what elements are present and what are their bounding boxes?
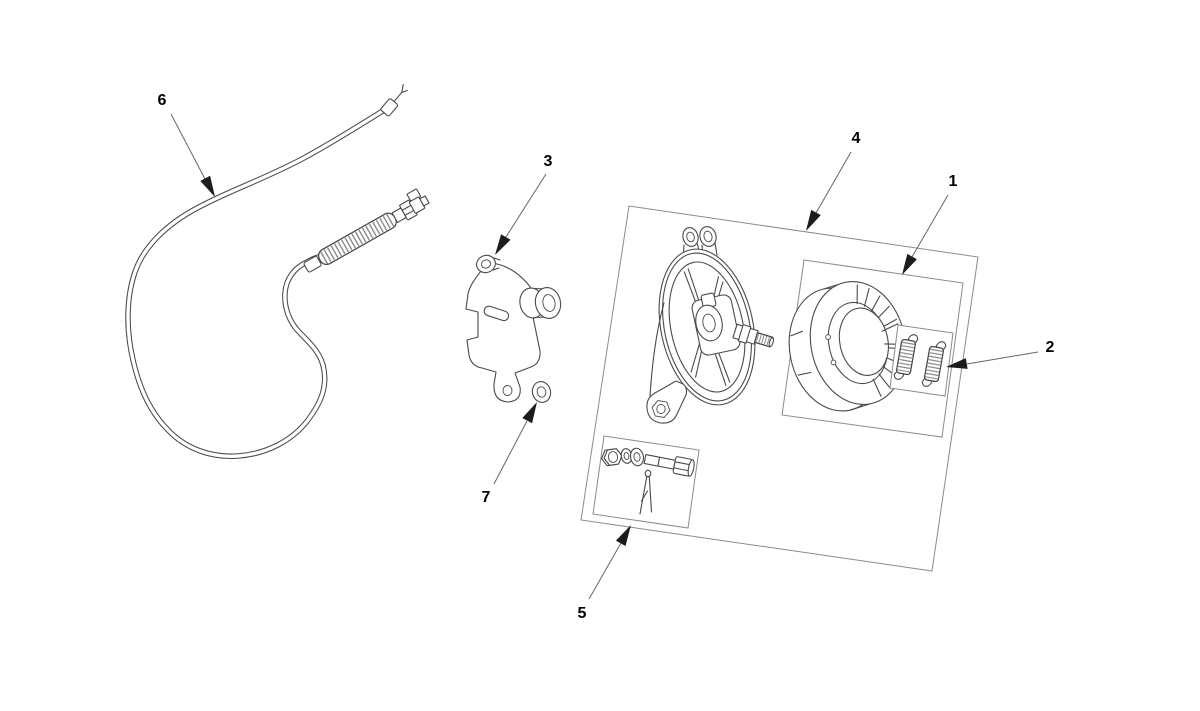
plate-rear-edge (649, 302, 665, 397)
hex-bolt (643, 454, 695, 477)
callout-2-leader (966, 351, 1039, 365)
flat-washer-small (620, 448, 633, 464)
flat-washer-large (629, 447, 645, 467)
part-brake-cable (125, 83, 430, 460)
callout-6-arrowhead (200, 175, 215, 197)
callout-4-label: 4 (852, 130, 861, 147)
callout-2-arrowhead (946, 358, 968, 369)
part-brake-backing-plate (646, 226, 775, 424)
callout-6: 6 (158, 92, 215, 197)
callout-6-label: 6 (158, 92, 167, 109)
cable-end-cap (380, 83, 408, 117)
bracket-bushing (519, 287, 562, 319)
callout-3: 3 (495, 153, 553, 255)
bracket-body (465, 262, 541, 403)
callout-5: 5 (578, 525, 631, 622)
callout-1: 1 (902, 173, 958, 275)
cable-spring-adjuster (303, 188, 430, 273)
part-hardware-kit (601, 447, 695, 515)
callout-7-label: 7 (482, 489, 491, 506)
callout-3-arrowhead (495, 234, 511, 255)
callout-6-leader (170, 113, 206, 180)
bracket-eyelet (476, 254, 501, 274)
callout-3-label: 3 (544, 153, 553, 170)
plate-anchor-arm (646, 380, 688, 424)
bracket-slot (483, 305, 510, 322)
part-brake-shoe-set (788, 281, 907, 412)
part-washer (531, 381, 552, 403)
shoe-lining-hatch (856, 284, 904, 397)
cotter-pin (639, 469, 653, 515)
callout-5-leader (588, 542, 622, 600)
hex-nut (601, 448, 623, 467)
callout-5-label: 5 (578, 605, 587, 622)
cable-outer-casing (125, 104, 392, 460)
callout-5-arrowhead (615, 525, 631, 546)
callout-3-leader (505, 173, 547, 238)
bracket-tab-hole (502, 385, 513, 396)
callout-7-arrowhead (522, 402, 537, 424)
callout-2: 2 (946, 339, 1055, 369)
callout-4-leader (815, 151, 852, 214)
callout-1-arrowhead (902, 253, 917, 275)
shoe-web-details (790, 330, 837, 376)
shoe-spring-right (921, 341, 947, 387)
callout-4-arrowhead (806, 209, 821, 231)
callout-7: 7 (482, 402, 537, 506)
part-cable-bracket (465, 254, 562, 403)
callout-4: 4 (806, 130, 861, 231)
shoe-spring-left (893, 334, 919, 380)
part-shoe-springs (893, 334, 947, 387)
callout-2-label: 2 (1046, 339, 1055, 356)
callout-7-leader (493, 420, 528, 485)
plate-cam-shaft (732, 323, 775, 348)
callout-1-leader (911, 194, 949, 258)
callout-1-label: 1 (949, 173, 958, 190)
plate-cam-housing (691, 292, 741, 356)
